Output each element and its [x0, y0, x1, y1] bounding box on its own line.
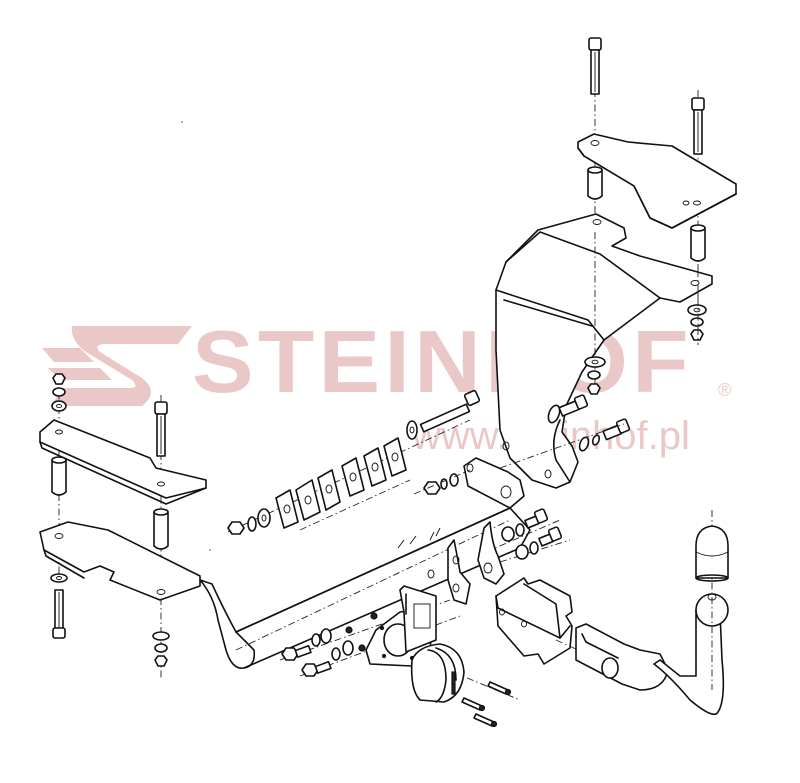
slotted-plate-icon [295, 479, 321, 521]
bolt-icon [578, 418, 631, 452]
slotted-plate-icon [317, 469, 341, 511]
spacer-tube-icon [153, 508, 169, 550]
spacer-tube-icon [587, 166, 603, 200]
bolt-icon [52, 589, 66, 639]
bolt-icon [691, 97, 705, 155]
slotted-plate-icon [363, 447, 387, 487]
long-bolt-icon [419, 389, 481, 433]
clamp-plate-row [227, 389, 481, 535]
screw-icon [461, 697, 486, 712]
left-mounting-plate [39, 373, 207, 680]
slotted-plate-icon [341, 457, 365, 497]
screw-icon [473, 713, 498, 728]
electrical-socket-assembly [279, 585, 521, 728]
bolt-icon [154, 401, 168, 457]
tow-ball-cap-icon [695, 525, 729, 582]
bolt-icon [547, 394, 589, 424]
spacer-tube-icon [51, 456, 67, 496]
steinhof-logo-icon [42, 326, 192, 406]
13-pin-socket-icon [410, 643, 465, 703]
bolt-icon [588, 37, 602, 95]
slotted-plate-icon [275, 489, 299, 529]
socket-hanger-brackets [427, 521, 505, 605]
large-side-bracket [495, 213, 713, 489]
slotted-plate-icon [383, 437, 407, 477]
screw-icon [487, 681, 512, 696]
receiver-housing [495, 577, 573, 665]
tow-ball-neck [555, 510, 729, 716]
upper-right-mounting-plate [577, 37, 737, 341]
bolt-washer-sets [485, 508, 571, 563]
spacer-tube-icon [690, 224, 706, 262]
